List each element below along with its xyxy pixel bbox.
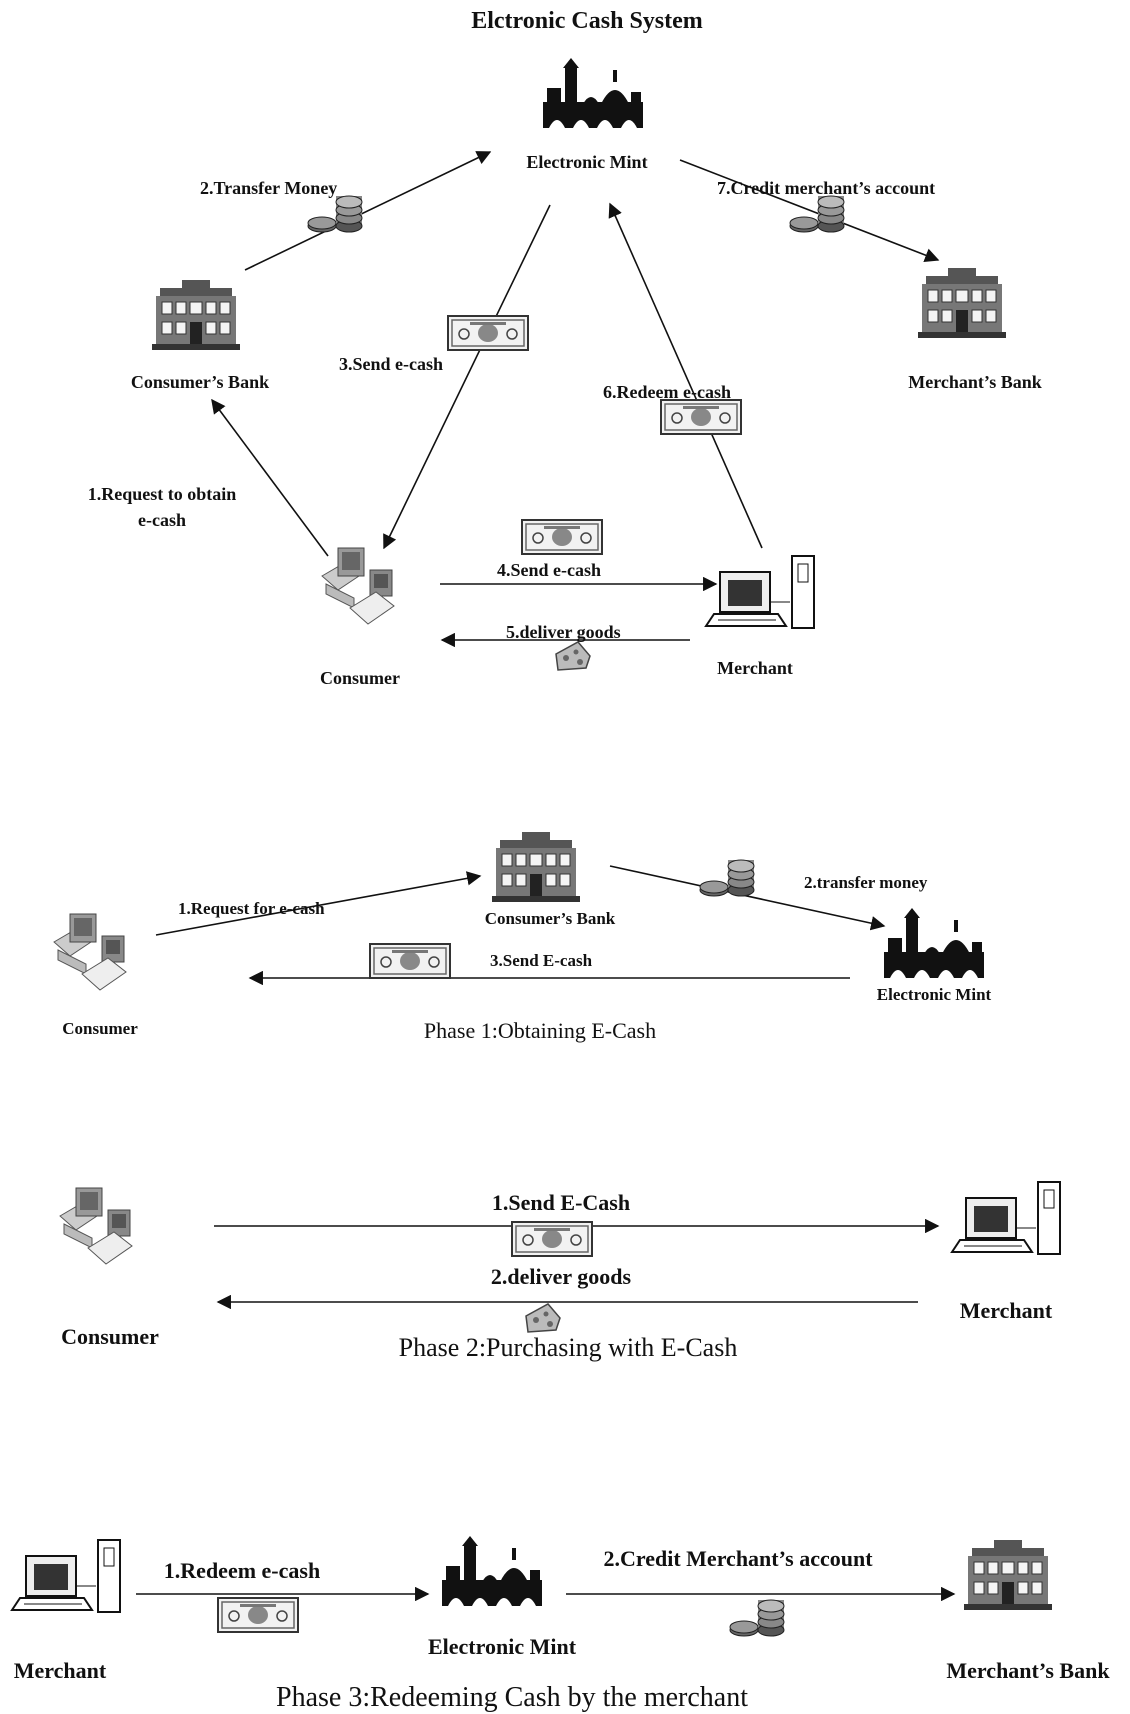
bill-icon xyxy=(521,519,603,555)
step-6-label: 6.Redeem e-cash xyxy=(603,382,731,402)
node-consumer: Consumer xyxy=(320,668,400,688)
consumer-computer-icon xyxy=(321,547,395,625)
p3-step-2-label: 2.Credit Merchant’s account xyxy=(603,1546,873,1571)
arrow-transfer-money xyxy=(244,151,492,271)
p1-step-1-label: 1.Request for e-cash xyxy=(178,899,325,918)
p3-coins-icon xyxy=(729,1599,785,1637)
bill-icon xyxy=(447,315,529,351)
node-consumer-bank: Consumer’s Bank xyxy=(131,372,269,392)
p1-node-mint: Electronic Mint xyxy=(877,985,992,1004)
p2-step-1-label: 1.Send E-Cash xyxy=(492,1190,630,1215)
node-merchant-bank: Merchant’s Bank xyxy=(908,372,1042,392)
p3-bill-icon xyxy=(217,1597,299,1633)
p1-step-3-label: 3.Send E-cash xyxy=(490,951,593,970)
p2-node-consumer: Consumer xyxy=(61,1324,159,1349)
p1-mint-icon xyxy=(884,908,984,978)
p3-bank-icon xyxy=(963,1539,1053,1611)
p1-node-consumer: Consumer xyxy=(62,1019,138,1038)
p2-goods-icon xyxy=(525,1303,561,1333)
p3-node-mint: Electronic Mint xyxy=(428,1634,577,1659)
step-2-label: 2.Transfer Money xyxy=(200,178,337,198)
p1-bank-icon xyxy=(491,831,581,903)
step-1-label: 1.Request to obtain xyxy=(88,484,237,504)
p3-merchant-icon xyxy=(11,1539,121,1613)
step-3-label: 3.Send e-cash xyxy=(339,354,443,374)
bill-icon xyxy=(660,399,742,435)
p3-node-bank: Merchant’s Bank xyxy=(946,1658,1110,1683)
merchant-bank-icon xyxy=(917,267,1007,339)
consumer-bank-icon xyxy=(151,279,241,351)
p1-step-2-label: 2.transfer money xyxy=(804,873,928,892)
goods-icon xyxy=(555,641,591,671)
coins-icon xyxy=(789,195,845,233)
p1-arrow-transfer xyxy=(609,865,886,931)
arrow-send-ecash-mint xyxy=(383,204,551,550)
p1-caption: Phase 1:Obtaining E-Cash xyxy=(424,1018,656,1043)
mint-icon xyxy=(543,58,643,128)
p2-caption: Phase 2:Purchasing with E-Cash xyxy=(399,1333,738,1362)
p1-bill-icon xyxy=(369,943,451,979)
p3-mint-icon xyxy=(442,1536,542,1606)
step-4-label: 4.Send e-cash xyxy=(497,560,601,580)
p1-node-bank: Consumer’s Bank xyxy=(485,909,616,928)
step-5-label: 5.deliver goods xyxy=(506,622,621,642)
step-7-label: 7.Credit merchant’s account xyxy=(717,178,935,198)
diagram-title: Elctronic Cash System xyxy=(471,8,703,34)
node-merchant: Merchant xyxy=(717,658,793,678)
merchant-computer-icon xyxy=(705,555,815,629)
p1-consumer-icon xyxy=(53,913,127,991)
step-1-label-cont: e-cash xyxy=(138,510,186,530)
p2-node-merchant: Merchant xyxy=(960,1298,1053,1323)
p2-merchant-icon xyxy=(951,1181,1061,1255)
node-electronic-mint: Electronic Mint xyxy=(526,152,647,172)
p1-coins-icon xyxy=(699,859,755,897)
p1-arrow-request xyxy=(155,871,482,936)
coins-icon xyxy=(307,195,363,233)
p3-node-merchant: Merchant xyxy=(14,1658,107,1683)
arrow-request-ecash xyxy=(211,398,329,557)
p3-caption: Phase 3:Redeeming Cash by the merchant xyxy=(276,1682,748,1713)
p3-step-1-label: 1.Redeem e-cash xyxy=(164,1558,320,1583)
p2-bill-icon xyxy=(511,1221,593,1257)
arrow-credit-merchant xyxy=(679,159,940,263)
p2-consumer-icon xyxy=(59,1187,133,1265)
p2-step-2-label: 2.deliver goods xyxy=(491,1264,632,1289)
arrow-redeem-ecash xyxy=(608,202,763,549)
